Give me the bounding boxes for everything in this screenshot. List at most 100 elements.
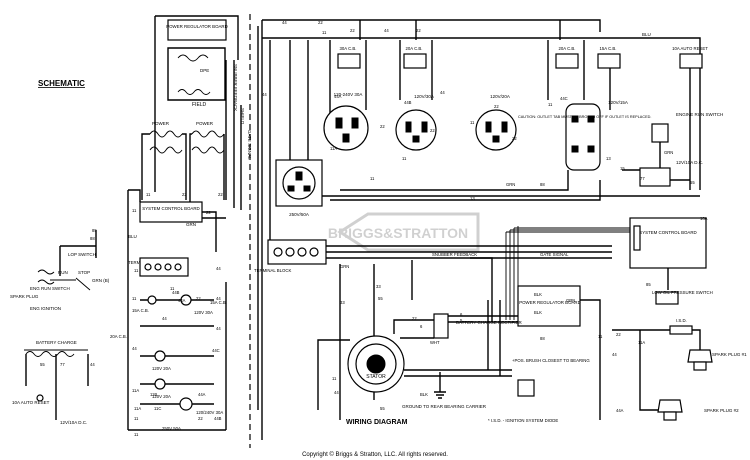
wiring-wire-number: 44 bbox=[282, 20, 287, 25]
brush-note: +POS. BRUSH CLOSEST TO BEARING bbox=[512, 358, 590, 363]
mid-harness-runs bbox=[322, 170, 700, 259]
schematic-wire-number: 44 bbox=[216, 326, 221, 331]
spark-plug-2 bbox=[657, 399, 683, 421]
wiring-wire-number: 44A bbox=[334, 94, 342, 99]
rec-120-240v-label: 120/240V 30A bbox=[196, 410, 223, 415]
wiring-wire-number: 22 bbox=[380, 124, 385, 129]
schematic-wire-number: 44B bbox=[214, 416, 222, 421]
eng-run-switch-label: ENG RUN SWITCH bbox=[30, 286, 70, 291]
breaker-drop-wires bbox=[329, 40, 691, 190]
wire-color-label: BLK bbox=[534, 292, 542, 297]
wiring-wire-number: 22 bbox=[318, 20, 323, 25]
receptacle-120v-20a-1 bbox=[154, 350, 166, 362]
schematic-wire-number: 11 bbox=[132, 296, 137, 301]
rec-120v-20a-2-label: 120V 20A bbox=[152, 394, 171, 399]
wiring-wire-number: 22 bbox=[412, 316, 417, 321]
wiring-wire-number: 5 bbox=[460, 318, 463, 323]
gate-signal-vertical-label: GATE SIGNAL bbox=[247, 130, 252, 160]
spark-plug-2-label: SPARK PLUG #2 bbox=[704, 408, 739, 413]
wiring-wire-number: 44B bbox=[404, 100, 412, 105]
system-control-wires bbox=[127, 189, 226, 262]
ignition-coil-symbol bbox=[37, 269, 55, 285]
schematic-grn-label: GRN bbox=[186, 222, 196, 227]
wiring-wire-number: 11 bbox=[370, 176, 375, 181]
isd-diode bbox=[669, 325, 693, 335]
stop-label: STOP bbox=[78, 270, 90, 275]
schematic-wire-number: 44A bbox=[198, 392, 206, 397]
ground-symbol bbox=[434, 372, 446, 399]
schematic-wire-number: 55 bbox=[40, 362, 45, 367]
wiring-wire-number: 22 bbox=[350, 28, 355, 33]
battery-charge-rectifier-label: BATTERY CHARGE RECTIFIER bbox=[456, 320, 523, 325]
schematic-wire-number: 22 bbox=[218, 192, 223, 197]
dpe-coil bbox=[177, 54, 209, 62]
auto-reset-breaker bbox=[36, 394, 44, 402]
engine-switch-wires bbox=[622, 142, 690, 181]
rec-120-30-label: 120V/30A bbox=[414, 94, 434, 99]
wiring-wire-number: 44 bbox=[384, 28, 389, 33]
spark-plug-wires bbox=[612, 329, 701, 411]
wiring-power-regulator-board bbox=[517, 285, 581, 327]
schematic-terminal-block bbox=[139, 257, 189, 277]
schematic-wire-number: 88 bbox=[90, 236, 95, 241]
battery-charge-rectifier bbox=[433, 313, 449, 339]
watermark-text: BRIGGS&STRATTON bbox=[328, 225, 468, 241]
wiring-wire-number: 44A bbox=[616, 408, 624, 413]
wire-color-label: GRN bbox=[506, 182, 515, 187]
spark-plug-label: SPARK PLUG bbox=[10, 294, 39, 299]
schematic-wire-number: 44 bbox=[90, 362, 95, 367]
grn-b-label: GRN (B) bbox=[92, 278, 110, 283]
schematic-wire-number: 11B bbox=[150, 392, 157, 397]
wire-color-label: GRN bbox=[664, 150, 673, 155]
receptacle-120v-20a-2 bbox=[154, 378, 166, 390]
breaker-auto-reset: 10A AUTO RESET bbox=[672, 46, 708, 69]
schematic-wire-number: 22 bbox=[206, 210, 211, 215]
auto-reset-label: 10A AUTO RESET bbox=[12, 400, 50, 405]
power-left-label: POWER bbox=[152, 121, 170, 126]
gate-signal-label: GATE SIGNAL bbox=[540, 252, 569, 257]
wiring-wire-number: 11 bbox=[548, 102, 553, 107]
power-coil-right bbox=[191, 130, 225, 138]
wiring-system-control-board bbox=[629, 217, 707, 269]
stator-wires bbox=[317, 300, 512, 410]
rec-120v-20a-1-label: 120V 20A bbox=[152, 366, 171, 371]
auto-reset-10a-label: 10A AUTO RESET bbox=[672, 46, 708, 51]
lop-wire bbox=[59, 230, 97, 276]
wiring-wire-number: 88 bbox=[540, 182, 545, 187]
caution-note: CAUTION: OUTLET TAB MUST BE BROKEN OFF I… bbox=[518, 115, 651, 119]
field-label: FIELD bbox=[192, 102, 207, 108]
ground-note: GROUND TO REAR BEARING CARRIER bbox=[402, 404, 487, 409]
snubber-wire bbox=[470, 257, 493, 322]
wiring-wire-number: 11 bbox=[402, 156, 407, 161]
power-wires bbox=[141, 133, 225, 210]
schematic-wire-number: 11 bbox=[134, 432, 139, 437]
cb-15a-label: 15A C.B. bbox=[600, 46, 617, 51]
battery-charge-wires bbox=[25, 354, 89, 420]
stator-label: STATOR bbox=[366, 374, 386, 380]
receptacle-250-wires bbox=[269, 40, 309, 240]
terminal-screws bbox=[144, 263, 182, 271]
schematic-signal-wires bbox=[225, 60, 242, 210]
wiring-wire-number: 44 bbox=[262, 92, 267, 97]
low-oil-switch bbox=[655, 291, 679, 305]
schematic-wire-number: 22 bbox=[198, 416, 203, 421]
schematic-wire-number: 11A bbox=[134, 406, 141, 411]
schematic-wire-number: 77 bbox=[60, 362, 65, 367]
eng-ignition-label: ENG IGNITION bbox=[30, 306, 61, 311]
receptacle-120v-30a bbox=[180, 294, 192, 306]
breaker-30a: 30A C.B. bbox=[337, 46, 361, 69]
schematic-bus-wire bbox=[154, 15, 239, 192]
schematic-power-regulator-label: POWER REGULATOR BOARD bbox=[166, 24, 228, 29]
snubber-feedback-label: SNUBBER FEEDBACK bbox=[432, 252, 477, 257]
wire-color-label: WHT bbox=[430, 340, 440, 345]
schematic-wire-number: 44 bbox=[216, 266, 221, 271]
wiring-wire-number: 11A bbox=[330, 146, 337, 151]
schematic-wire-number: 11C bbox=[154, 406, 161, 411]
rec-120v-30a-label: 120V 30A bbox=[194, 310, 213, 315]
wiring-wire-number: 13 bbox=[606, 156, 611, 161]
isd-note: * I.S.D. - IGNITION SYSTEM DIODE bbox=[488, 418, 558, 423]
wiring-section: BLU 30A C.B. 20A C.B. 20A C.B. 15A C.B. … bbox=[254, 19, 747, 440]
receptacle-120v-20a: 120V/20A bbox=[475, 94, 517, 151]
wiring-wire-number: 33 bbox=[340, 300, 345, 305]
receptacle-120v-15a: 120V/15A bbox=[565, 100, 628, 171]
